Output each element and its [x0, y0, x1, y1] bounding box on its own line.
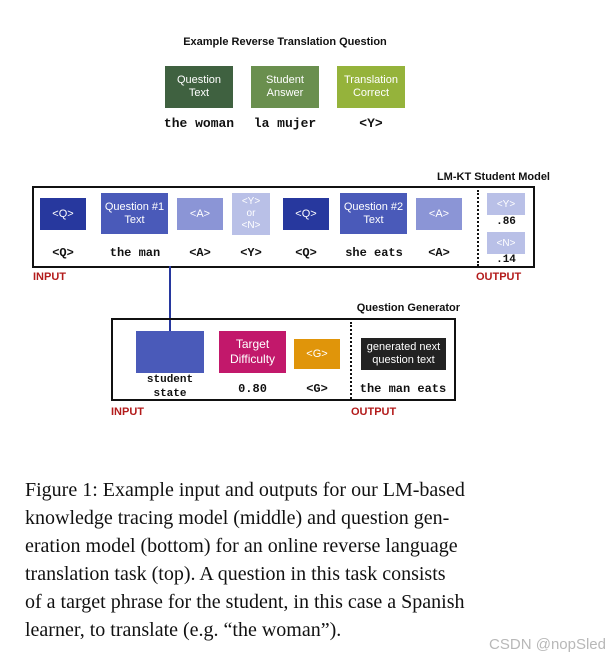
qgen-output-divider — [350, 322, 352, 399]
student-answer-box-line1: Student — [266, 74, 304, 86]
lmkt-output-y-box: <Y> — [487, 193, 525, 215]
question-text-box-line1: Question — [176, 74, 222, 86]
lmkt-question1-line1: Question #1 — [104, 200, 165, 213]
g-token-value: <G> — [306, 382, 328, 396]
lmkt-yn-line1: <Y> — [241, 196, 261, 207]
qgen-input-label: INPUT — [111, 406, 144, 418]
translation-correct-value: <Y> — [359, 116, 383, 131]
student-state-line1: student — [146, 374, 194, 386]
lmkt-question2-line2: Text — [363, 213, 384, 226]
lmkt-title: LM-KT Student Model — [436, 171, 550, 183]
lmkt-yn-line3: <N> — [241, 220, 261, 231]
lmkt-question1-value: the man — [109, 246, 161, 260]
caption-line: Figure 1: Example input and outputs for … — [25, 479, 465, 501]
lmkt-output-divider — [477, 190, 479, 266]
student-answer-value: la mujer — [253, 116, 317, 131]
caption-line: translation task (top). A question in th… — [25, 563, 446, 585]
generated-question-value: the man eats — [359, 382, 447, 396]
caption-line: of a target phrase for the student, in t… — [25, 591, 465, 613]
lmkt-q1-box: <Q> — [40, 198, 86, 230]
caption-line: knowledge tracing model (middle) and que… — [25, 507, 450, 529]
lmkt-frame — [32, 186, 535, 268]
target-difficulty-line2: Difficulty — [229, 352, 276, 366]
translation-correct-box-line1: Translation — [343, 74, 398, 86]
lmkt-output-n-value: .14 — [496, 254, 516, 266]
qgen-output-label: OUTPUT — [351, 406, 397, 418]
question-text-box-line2: Text — [188, 87, 210, 99]
qgen-title: Question Generator — [356, 302, 460, 314]
lmkt-a1-box: <A> — [177, 198, 223, 230]
lmkt-yn-line2: or — [246, 208, 256, 219]
target-difficulty-value: 0.80 — [238, 382, 267, 396]
caption-line: learner, to translate (e.g. “the woman”)… — [25, 619, 342, 641]
caption-line: eration model (bottom) for an online rev… — [25, 535, 458, 557]
g-token-box: <G> — [294, 339, 340, 369]
lmkt-question2-value: she eats — [345, 246, 403, 260]
figure-caption: Figure 1: Example input and outputs for … — [25, 476, 560, 644]
question-text-value: the woman — [163, 116, 235, 131]
student-state-line2: state — [153, 388, 187, 400]
lmkt-a1-value: <A> — [189, 246, 211, 260]
lmkt-q2-value: <Q> — [295, 246, 317, 260]
lmkt-output-label: OUTPUT — [476, 271, 522, 283]
student-answer-box-line2: Answer — [266, 87, 304, 99]
lmkt-q1-value: <Q> — [52, 246, 74, 260]
lmkt-output-n-box: <N> — [487, 232, 525, 254]
lmkt-a2-box: <A> — [416, 198, 462, 230]
translation-correct-box-line2: Correct — [352, 87, 390, 99]
student-state-label: student state — [128, 373, 212, 401]
student-state-box — [136, 331, 204, 373]
lmkt-yn-value: <Y> — [240, 246, 262, 260]
generated-question-line1: generated next — [366, 341, 441, 353]
qgen-frame — [111, 318, 456, 401]
generated-question-line2: question text — [372, 354, 435, 366]
lmkt-question2-line1: Question #2 — [343, 200, 404, 213]
lmkt-yn-box: <Y>or<N> — [232, 193, 270, 235]
watermark: CSDN @nopSled — [489, 636, 606, 653]
target-difficulty-line1: Target — [235, 337, 270, 351]
lmkt-input-label: INPUT — [33, 271, 66, 283]
lmkt-question1-line2: Text — [124, 213, 145, 226]
lmkt-a2-value: <A> — [428, 246, 450, 260]
lmkt-q2-box: <Q> — [283, 198, 329, 230]
top-title: Example Reverse Translation Question — [183, 36, 387, 48]
lmkt-output-y-value: .86 — [496, 216, 516, 228]
